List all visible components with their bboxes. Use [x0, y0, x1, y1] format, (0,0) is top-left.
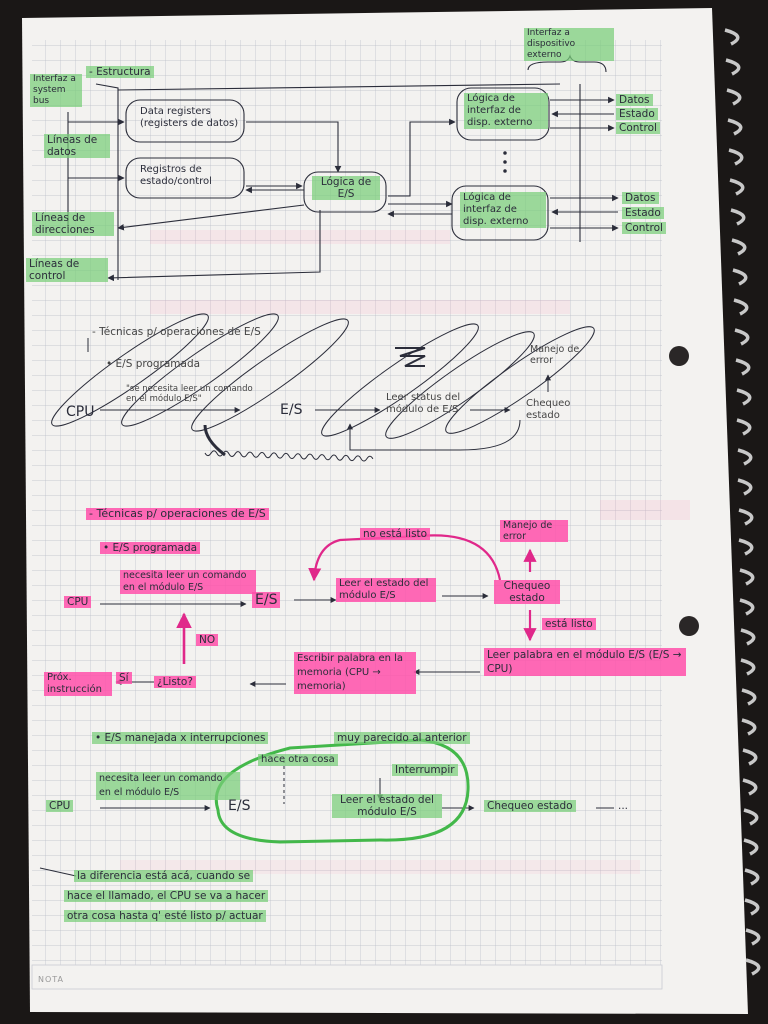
sketch-title: - Técnicas p/ operaciones de E/S: [92, 326, 261, 338]
sketch-note: "se necesita leer un comando en el módul…: [126, 384, 253, 404]
interrupt-ellipsis: ...: [618, 800, 629, 812]
flow-cpu: CPU: [64, 596, 92, 608]
interrupt-diferencia-3: otra cosa hasta q' esté listo p/ actuar: [64, 910, 266, 922]
interrupt-parecido: muy parecido al anterior: [334, 732, 470, 744]
sketch-chequeo: Chequeo estado: [526, 398, 571, 421]
block-diagram-lines: [67, 54, 619, 282]
label-estado-top: Estado: [616, 108, 658, 120]
interrupt-diferencia-2: hace el llamado, el CPU se va a hacer: [64, 890, 269, 902]
interrupt-chequeo: Chequeo estado: [484, 800, 576, 812]
flow-prox: Próx. instrucción: [44, 672, 112, 696]
interrupt-necesita: necesita leer un comando en el módulo E/…: [96, 772, 240, 800]
label-interfaz-bus: Interfaz a system bus: [30, 74, 82, 107]
label-estado-bottom: Estado: [622, 207, 664, 219]
flow-manejo-error: Manejo de error: [500, 520, 568, 542]
sketch-subtitle: • E/S programada: [106, 358, 201, 370]
flowchart-lines: [39, 593, 614, 877]
flow-es: E/S: [252, 592, 281, 608]
section-subtitle: • E/S programada: [100, 542, 201, 554]
box-data-registers: Data registers (registers de datos): [140, 106, 239, 129]
interrupt-interrumpir: Interrumpir: [392, 764, 458, 776]
flow-no-listo: no está listo: [360, 528, 431, 540]
section-title: - Técnicas p/ operaciones de E/S: [86, 508, 269, 520]
flow-necesita: necesita leer un comando en el módulo E/…: [120, 570, 256, 594]
binder-hole: [669, 346, 689, 366]
flow-escribir: Escribir palabra en la memoria (CPU → me…: [294, 652, 416, 694]
spiral-binding: [724, 28, 761, 976]
green-loop: [214, 738, 470, 844]
sketch-cpu: CPU: [66, 404, 95, 420]
label-interfaz-dispositivo: Interfaz a dispositivo externo: [524, 28, 614, 61]
flow-listo: ¿Listo?: [154, 676, 196, 688]
label-lineas-control: Líneas de control: [26, 258, 108, 282]
interrupt-es: E/S: [228, 798, 251, 814]
flow-leer-palabra: Leer palabra en el módulo E/S (E/S → CPU…: [484, 648, 686, 676]
binder-hole: [679, 616, 699, 636]
box-logica-es: Lógica de E/S: [312, 176, 380, 200]
interrupt-title: • E/S manejada x interrupciones: [92, 732, 269, 744]
box-logica-interfaz-1: Lógica de interfaz de disp. externo: [464, 93, 548, 129]
label-control-bottom: Control: [622, 222, 666, 234]
sketch-leer-status: Leer status del módulo de E/S: [386, 392, 461, 415]
label-lineas-direcciones: Líneas de direcciones: [32, 212, 114, 236]
label-control-top: Control: [616, 122, 660, 134]
flow-si: Sí: [116, 672, 132, 684]
sketch-manejo-error: Manejo de error: [530, 344, 580, 366]
interrupt-diferencia-1: la diferencia está acá, cuando se: [74, 870, 254, 882]
label-estructura: - Estructura: [86, 66, 154, 78]
crossed-out-sketch: [51, 313, 595, 462]
sketch-es: E/S: [280, 402, 303, 418]
flow-chequeo: Chequeo estado: [494, 580, 560, 604]
box-registros-estado: Registros de estado/control: [140, 164, 212, 187]
interrupt-hace-otra: hace otra cosa: [258, 754, 338, 766]
label-datos-bottom: Datos: [622, 192, 659, 204]
flow-no: NO: [196, 634, 219, 646]
interrupt-leer-estado: Leer el estado del módulo E/S: [332, 794, 442, 818]
label-datos-top: Datos: [616, 94, 653, 106]
interrupt-cpu: CPU: [46, 800, 74, 812]
page-footer-label: NOTA: [38, 975, 65, 984]
label-lineas-datos: Líneas de datos: [44, 134, 110, 158]
flow-leer-estado: Leer el estado del módulo E/S: [336, 578, 436, 602]
box-logica-interfaz-2: Lógica de interfaz de disp. externo: [460, 192, 546, 228]
flow-esta-listo: está listo: [542, 618, 596, 630]
